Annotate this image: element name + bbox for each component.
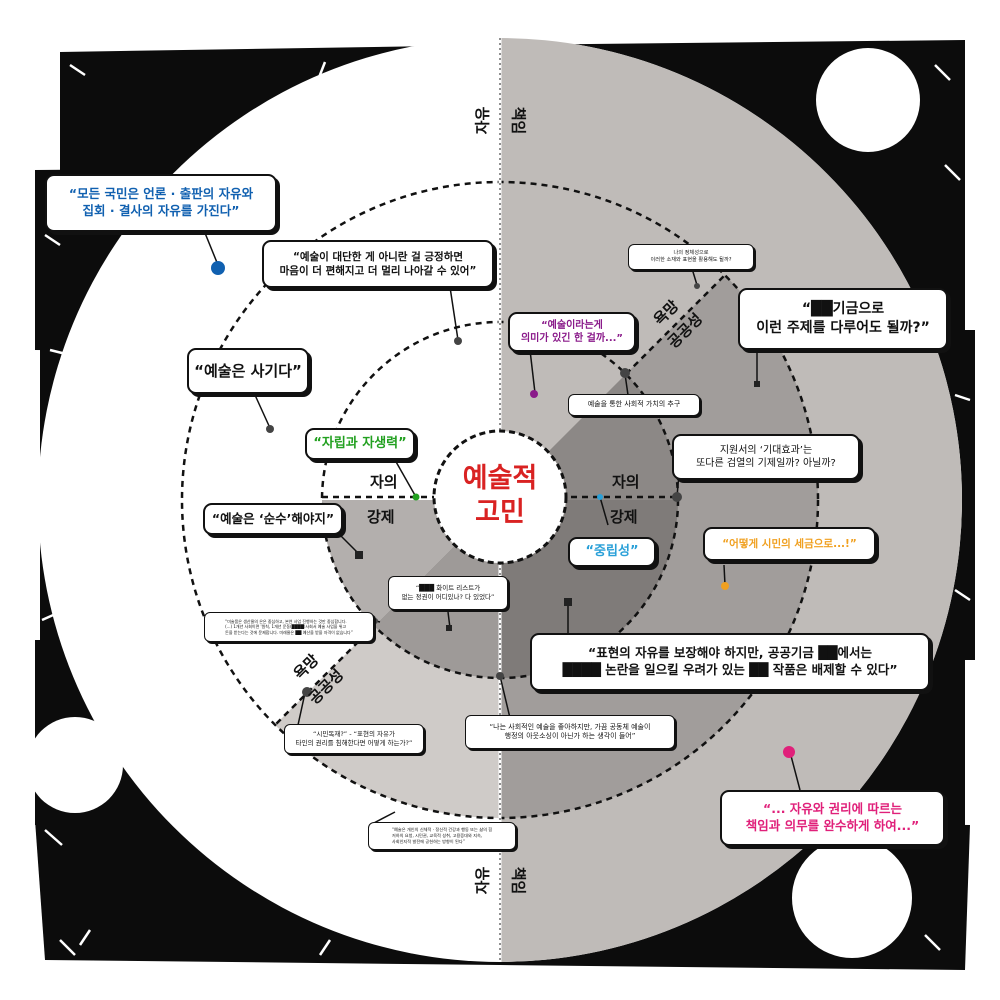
quote-social-value: 예술을 통한 사회적 가치의 추구 (568, 394, 700, 416)
quote-white-list: “███ 화이트 리스트가 없는 정권이 어디있나? 다 있었다” (388, 576, 508, 610)
quote-my-identity: 나의 정체성으로 이러한 소재와 표현을 활용해도 될까? (628, 244, 754, 270)
axis-label-responsibility-top: 책임 (509, 106, 528, 135)
square-marker (446, 625, 452, 631)
gray-dot (454, 337, 462, 345)
gray-dot (302, 687, 312, 697)
pointer-lines (204, 232, 801, 826)
gray-dot (672, 492, 682, 502)
orange-dot (721, 582, 729, 590)
quote-fund-topic: “██기금으로 이런 주제를 다루어도 될까?” (738, 288, 948, 350)
quote-constitution: “모든 국민은 언론 · 출판의 자유와 집회 · 결사의 자유를 가진다” (45, 174, 277, 232)
quote-civic-dictatorship: “시민독재?” - “표현의 자유가 타인의 권리를 침해한다면 어떻게 하는가… (284, 724, 424, 754)
quote-independence: “자립과 자생력” (305, 428, 415, 460)
purple-dot (530, 390, 538, 398)
axis-label-freedom-top: 자유 (473, 106, 492, 135)
axis-label-freedom-bottom: 자유 (473, 866, 492, 895)
quote-taxes: “어떻게 시민의 세금으로...!” (703, 527, 876, 561)
quote-pure-art: “예술은 ‘순수’해야지” (203, 503, 343, 535)
label-forced-left: 강제 (367, 508, 395, 526)
quote-great-art: “예술이 대단한 게 아니란 걸 긍정하면 마음이 더 편해지고 더 멀리 나아… (262, 240, 494, 288)
markers (211, 261, 795, 758)
gray-dot (620, 368, 630, 378)
corner-circles (27, 48, 920, 958)
label-forced-right: 강제 (610, 508, 638, 526)
gray-dot (266, 425, 274, 433)
gray-dot (496, 672, 504, 680)
quote-budget-note: “미술품은 생산물의 은은 중심하고, 본연 사업 진행하는 것만 중심합니다.… (204, 612, 374, 642)
quote-expected-effect: 지원서의 ‘기대효과’는 또다른 검열의 기제일까? 아닐까? (672, 434, 860, 480)
diagonal-lines (274, 274, 726, 726)
center-title: 예술적 고민 (462, 463, 538, 528)
gray-dot (694, 283, 700, 289)
quote-art-benefits-note: “예술은 개인의 신체적 · 정신적 건강과 행동 또는 삶의 힘 저하의 요청… (368, 822, 516, 850)
quote-art-is-buying: “예술은 사기다” (187, 348, 309, 394)
cyan-dot (597, 494, 603, 500)
label-voluntary-left: 자의 (370, 473, 398, 491)
square-marker (355, 551, 363, 559)
label-voluntary-right: 자의 (612, 473, 640, 491)
quote-meaning-of-art: “예술이라는게 의미가 있긴 한 걸까...” (508, 312, 636, 352)
quote-neutrality: “중립성” (568, 537, 656, 567)
quote-free-expression: “표현의 자유를 보장해야 하지만, 공공기금 ██에서는 ████ 논란을 일… (530, 633, 930, 691)
center-circle (432, 429, 568, 565)
square-marker (754, 381, 760, 387)
green-dot (412, 493, 420, 501)
blue-dot (211, 261, 225, 275)
quote-social-art: “나는 사회적인 예술을 좋아하지만, 가끔 공동체 예술이 행정의 아웃소싱이… (465, 715, 675, 749)
square-marker (564, 598, 572, 606)
quote-responsibility: “... 자유와 권리에 따르는 책임과 의무를 완수하게 하여...” (720, 790, 945, 846)
magenta-dot (783, 746, 795, 758)
axis-label-responsibility-bottom: 책임 (509, 866, 528, 895)
